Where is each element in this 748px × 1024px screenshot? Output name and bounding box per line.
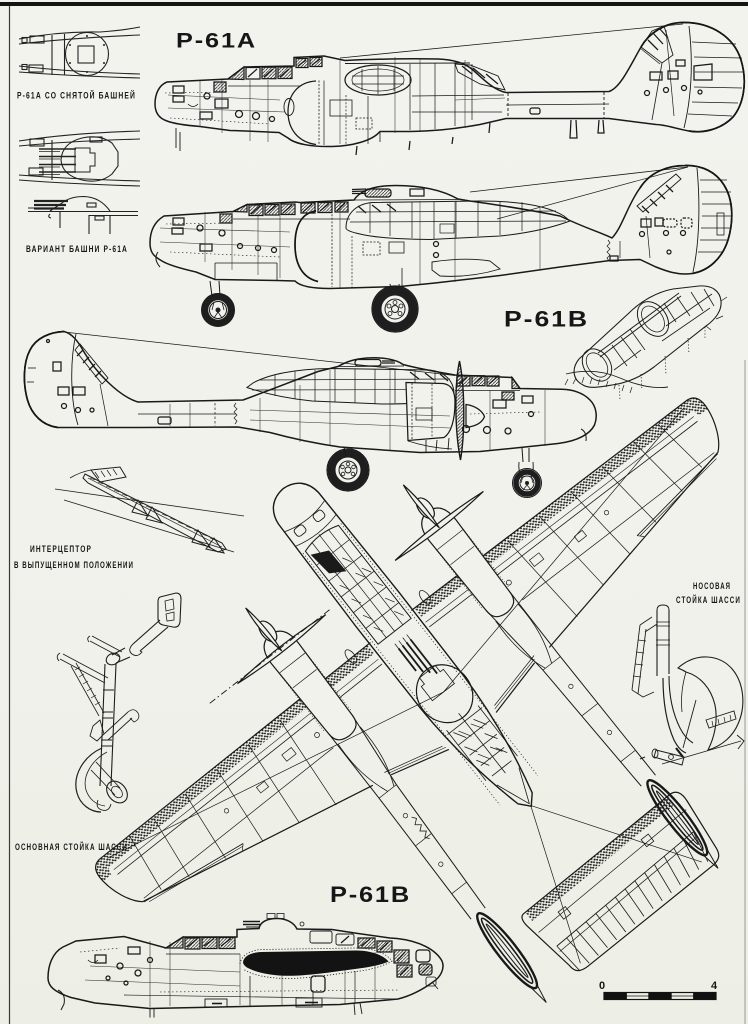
svg-text:Р-61А: Р-61А [176,29,257,53]
svg-text:ОСНОВНАЯ СТОЙКА ШАССИ: ОСНОВНАЯ СТОЙКА ШАССИ [15,841,128,853]
svg-text:Р-61А СО СНЯТОЙ БАШНЕЙ: Р-61А СО СНЯТОЙ БАШНЕЙ [17,90,136,102]
svg-text:СТОЙКА ШАССИ: СТОЙКА ШАССИ [676,594,741,605]
svg-text:ВАРИАНТ БАШНИ Р-61А: ВАРИАНТ БАШНИ Р-61А [26,244,128,255]
svg-text:Р-61В: Р-61В [330,882,411,907]
svg-text:ИНТЕРЦЕПТОР: ИНТЕРЦЕПТОР [30,544,92,555]
svg-text:4: 4 [711,980,718,992]
svg-text:В ВЫПУЩЕННОМ ПОЛОЖЕНИИ: В ВЫПУЩЕННОМ ПОЛОЖЕНИИ [14,560,134,571]
svg-text:0: 0 [599,980,605,992]
svg-text:НОСОВАЯ: НОСОВАЯ [693,581,731,591]
svg-text:Р-61В: Р-61В [504,307,589,332]
